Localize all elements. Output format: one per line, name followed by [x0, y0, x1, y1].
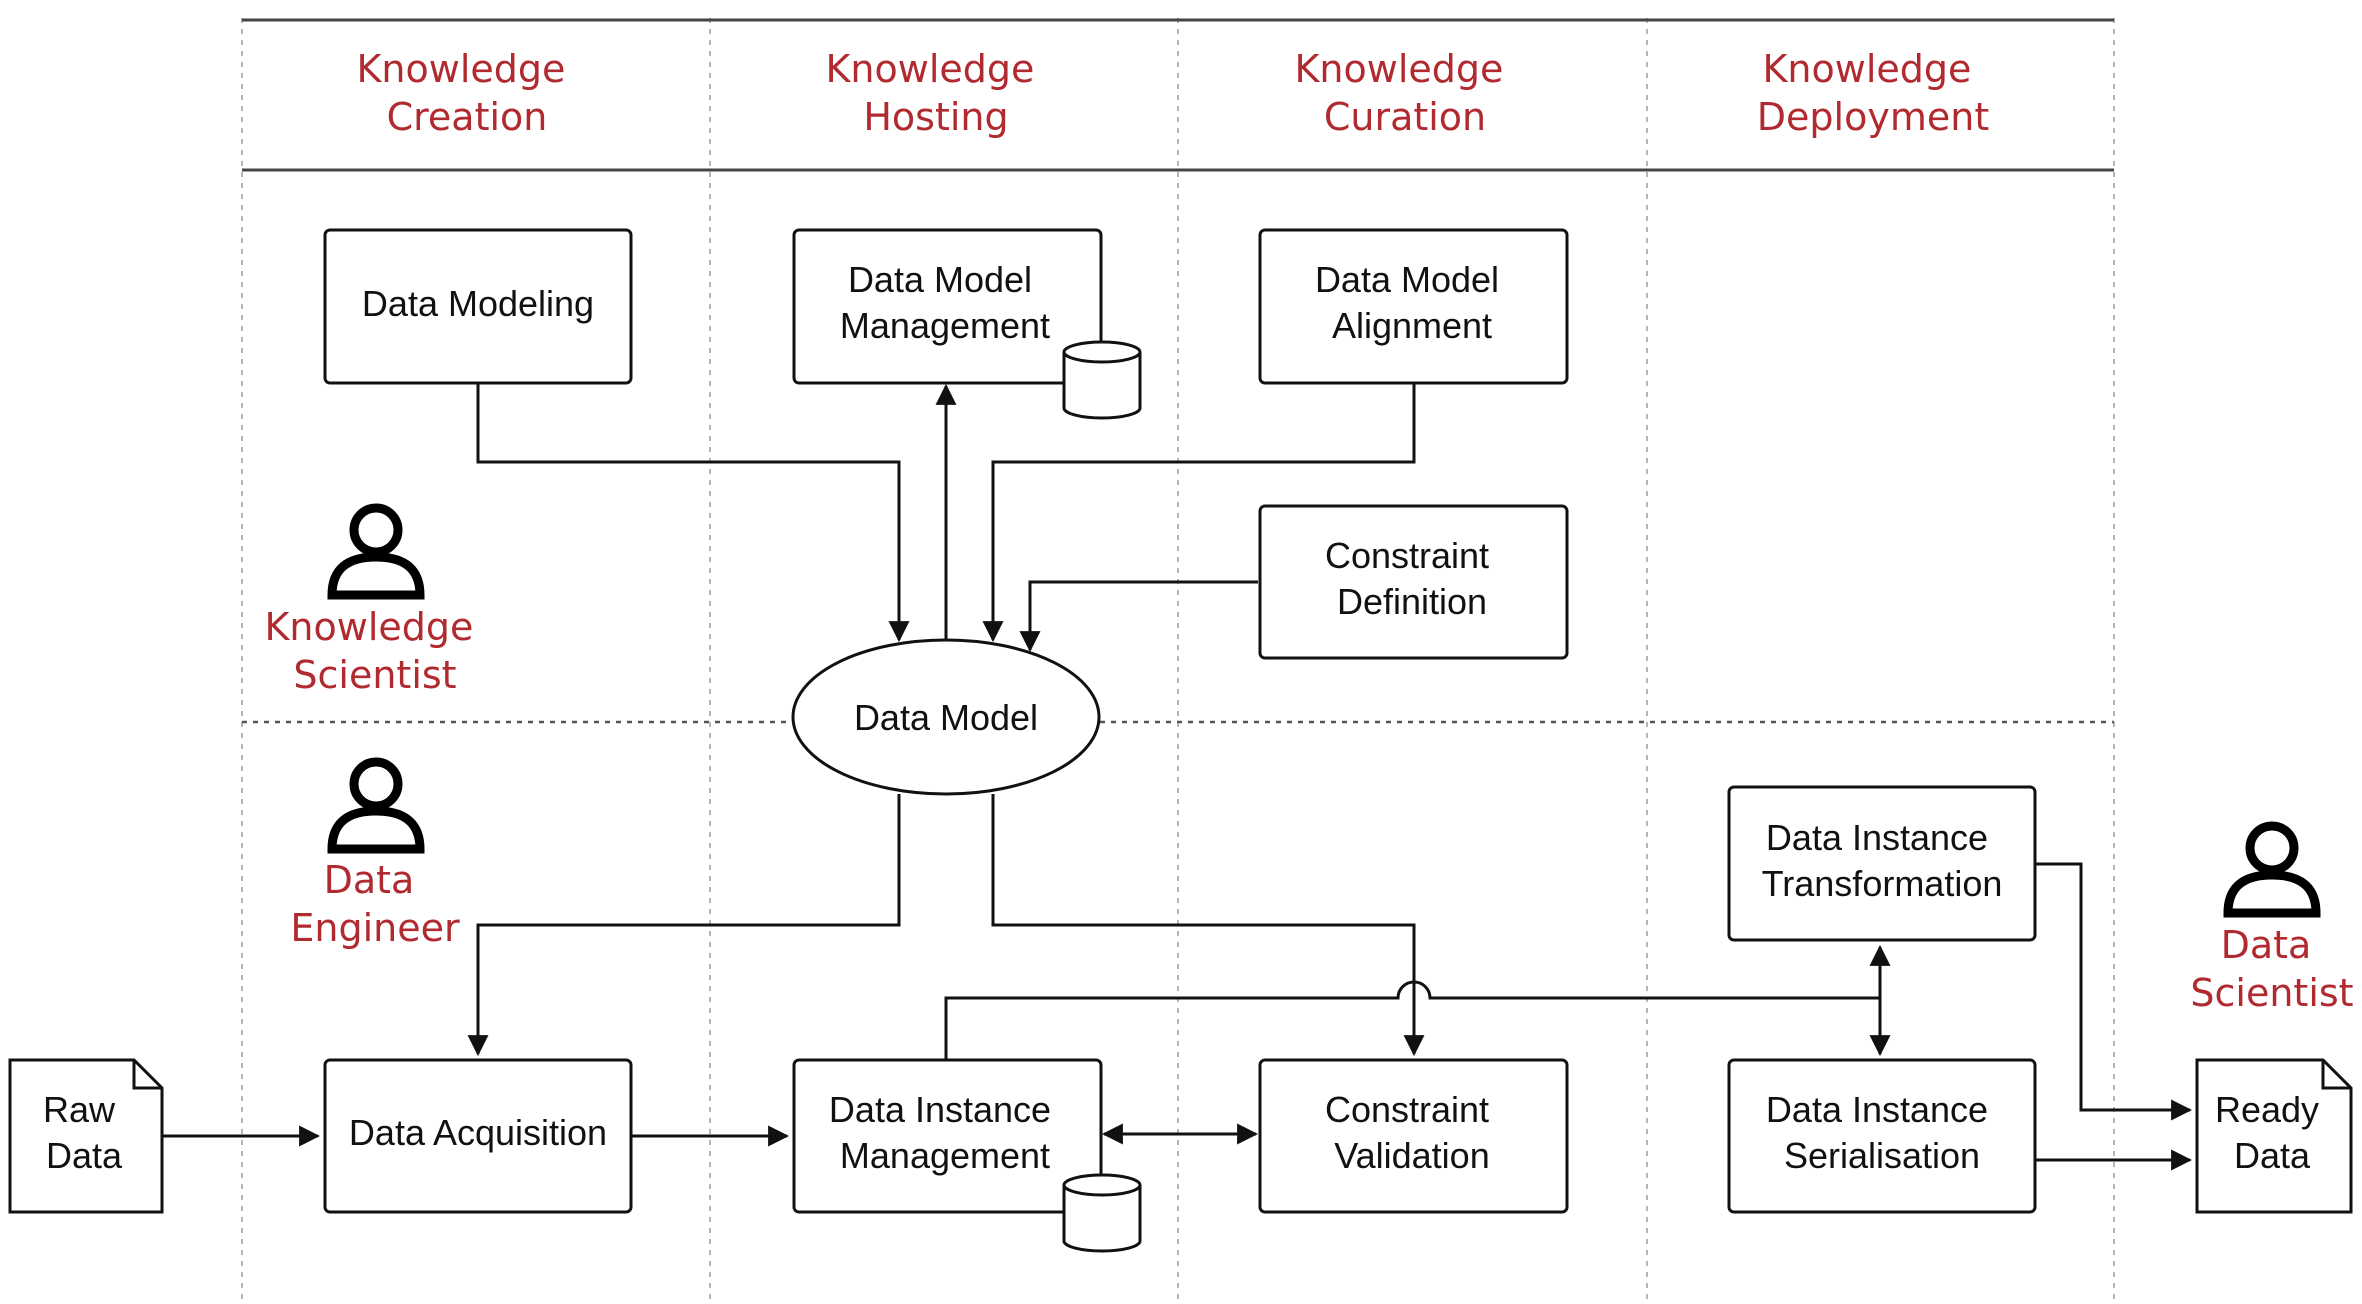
- node-label: Data Model: [854, 697, 1038, 738]
- link-management-to-deployment: [944, 980, 1880, 1060]
- node-label: Data Instance Transformation: [1762, 817, 2003, 904]
- arrow-model-to-validation: [991, 794, 1425, 1057]
- phase-creation: Knowledge Creation: [357, 47, 578, 139]
- person-icon: [327, 757, 425, 854]
- node-label: Constraint Validation: [1325, 1089, 1499, 1176]
- person-icon: [2223, 821, 2321, 918]
- node-label: Data Model Management: [840, 259, 1050, 346]
- node-raw-data[interactable]: Raw Data: [8, 1058, 164, 1214]
- node-data-instance-management[interactable]: Data Instance Management: [792, 1058, 1142, 1253]
- node-label: Data Instance Management: [829, 1089, 1061, 1176]
- document-icon: [2321, 1060, 2351, 1090]
- node-label: Data Instance Serialisation: [1766, 1089, 1998, 1176]
- node-label: Data Acquisition: [349, 1112, 607, 1153]
- arrow-transformation-to-ready: [2035, 862, 2193, 1121]
- node-data-instance-serialisation[interactable]: Data Instance Serialisation: [1727, 1058, 2037, 1214]
- node-label: Data Modeling: [362, 283, 594, 324]
- arrow-alignment-to-model: [982, 383, 1416, 643]
- node-ready-data[interactable]: Ready Data: [2195, 1058, 2353, 1214]
- node-constraint-definition[interactable]: Constraint Definition: [1258, 504, 1569, 660]
- database-icon: [1062, 340, 1142, 420]
- role-label: Data Scientist: [2190, 923, 2353, 1015]
- person-icon: [327, 503, 425, 600]
- node-data-instance-transformation[interactable]: Data Instance Transformation: [1727, 785, 2037, 942]
- node-data-model-management[interactable]: Data Model Management: [792, 228, 1142, 420]
- node-data-model[interactable]: Data Model: [791, 638, 1101, 796]
- node-data-modeling[interactable]: Data Modeling: [323, 228, 633, 385]
- phase-deployment: Knowledge Deployment: [1757, 47, 1989, 139]
- node-data-acquisition[interactable]: Data Acquisition: [323, 1058, 633, 1214]
- arrow-constraints-to-model: [1019, 580, 1258, 653]
- node-label: Raw Data: [43, 1089, 125, 1176]
- lane-grid: [241, 18, 2115, 1300]
- database-icon: [1062, 1173, 1142, 1253]
- role-label: Data Engineer: [290, 858, 460, 950]
- role-data-scientist: Data Scientist: [2190, 821, 2354, 1015]
- node-constraint-validation[interactable]: Constraint Validation: [1258, 1058, 1569, 1214]
- node-data-model-alignment[interactable]: Data Model Alignment: [1258, 228, 1569, 385]
- arrow-model-to-acquisition: [467, 794, 901, 1057]
- arrow-modeling-to-model: [476, 383, 910, 643]
- document-icon: [132, 1060, 162, 1090]
- phase-hosting: Knowledge Hosting: [826, 47, 1047, 139]
- node-label: Constraint Definition: [1325, 535, 1499, 622]
- role-data-engineer: Data Engineer: [290, 757, 460, 950]
- connectors: [162, 383, 2193, 1171]
- node-label: Data Model Alignment: [1315, 259, 1509, 346]
- phase-headers: Knowledge Creation Knowledge Hosting Kno…: [357, 47, 1990, 139]
- role-label: Knowledge Scientist: [265, 605, 486, 697]
- phase-curation: Knowledge Curation: [1295, 47, 1516, 139]
- node-label: Ready Data: [2215, 1089, 2329, 1176]
- role-knowledge-scientist: Knowledge Scientist: [265, 503, 486, 697]
